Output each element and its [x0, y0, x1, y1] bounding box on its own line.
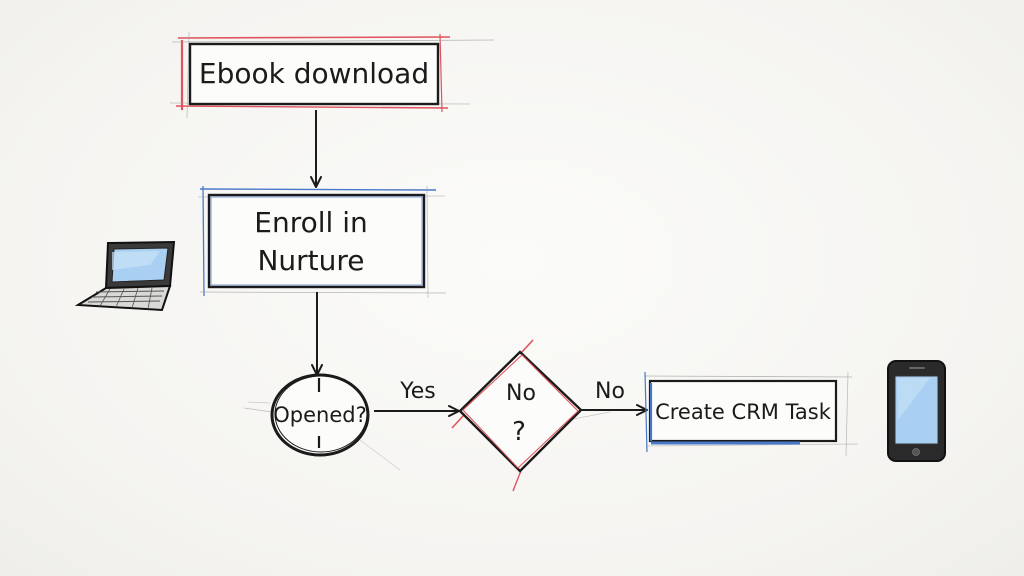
ebook-download-label: Ebook download	[199, 57, 429, 90]
smartphone-icon	[887, 360, 946, 462]
create-crm-task-node: Create CRM Task	[643, 371, 859, 457]
yes-edge-label: Yes	[399, 379, 436, 404]
ebook-download-node: Ebook download	[169, 31, 495, 119]
no-edge-label: No	[595, 379, 625, 404]
enroll-nurture-node: Enroll in Nurture	[197, 185, 447, 299]
enroll-nurture-label-line2: Nurture	[257, 244, 364, 277]
create-crm-task-label: Create CRM Task	[655, 400, 832, 424]
laptop-icon	[74, 240, 176, 312]
opened-label: Opened?	[273, 403, 367, 427]
no-decision-node: No ?	[451, 339, 611, 492]
enroll-nurture-label-line1: Enroll in	[254, 206, 367, 239]
decision-label-line1: No	[506, 381, 536, 406]
opened-decision-node: Opened?	[243, 373, 401, 471]
decision-label-line2: ?	[512, 417, 526, 447]
